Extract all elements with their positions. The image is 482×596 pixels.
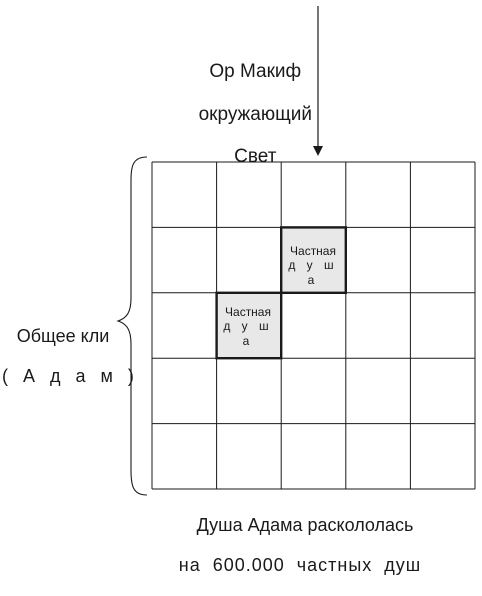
highlight-border-layer (215, 226, 348, 360)
private-soul-cell-border-1 (280, 226, 348, 294)
private-soul-2-line2: д у ш а (223, 319, 273, 348)
caption-line2: на 600.000 частных душ (178, 555, 422, 576)
private-soul-1-line1: Частная (290, 244, 336, 258)
diagram-canvas (116, 6, 476, 496)
diagram-caption: Душа Адама раскололась на 600.000 частны… (140, 495, 460, 596)
private-soul-label-2: Частная д у ш а (217, 305, 279, 348)
private-soul-cell-1 (281, 227, 346, 293)
vessel-label-line1: Общее кли (16, 326, 110, 347)
light-label-line2: окружающий (198, 103, 312, 125)
private-soul-1-line2: д у ш а (288, 258, 338, 287)
light-label-line1: Ор Макиф (209, 61, 302, 83)
vessel-label-line2: ( А д а м ) (2, 366, 139, 387)
common-vessel-label: Общее кли ( А д а м ) (2, 306, 139, 407)
vessel-grid (151, 161, 476, 490)
private-soul-label-1: Частная д у ш а (282, 244, 344, 287)
surrounding-light-label: Ор Макиф окружающий Свет (150, 40, 350, 168)
highlight-layer (216, 227, 346, 359)
light-label-line3: Свет (234, 146, 277, 168)
private-soul-2-line1: Частная (225, 305, 271, 319)
light-arrow-head (313, 146, 323, 156)
caption-line1: Душа Адама раскололась (196, 515, 414, 536)
vessel-brace (116, 156, 148, 496)
private-soul-cell-2 (216, 292, 282, 359)
private-soul-cell-border-2 (215, 291, 283, 360)
